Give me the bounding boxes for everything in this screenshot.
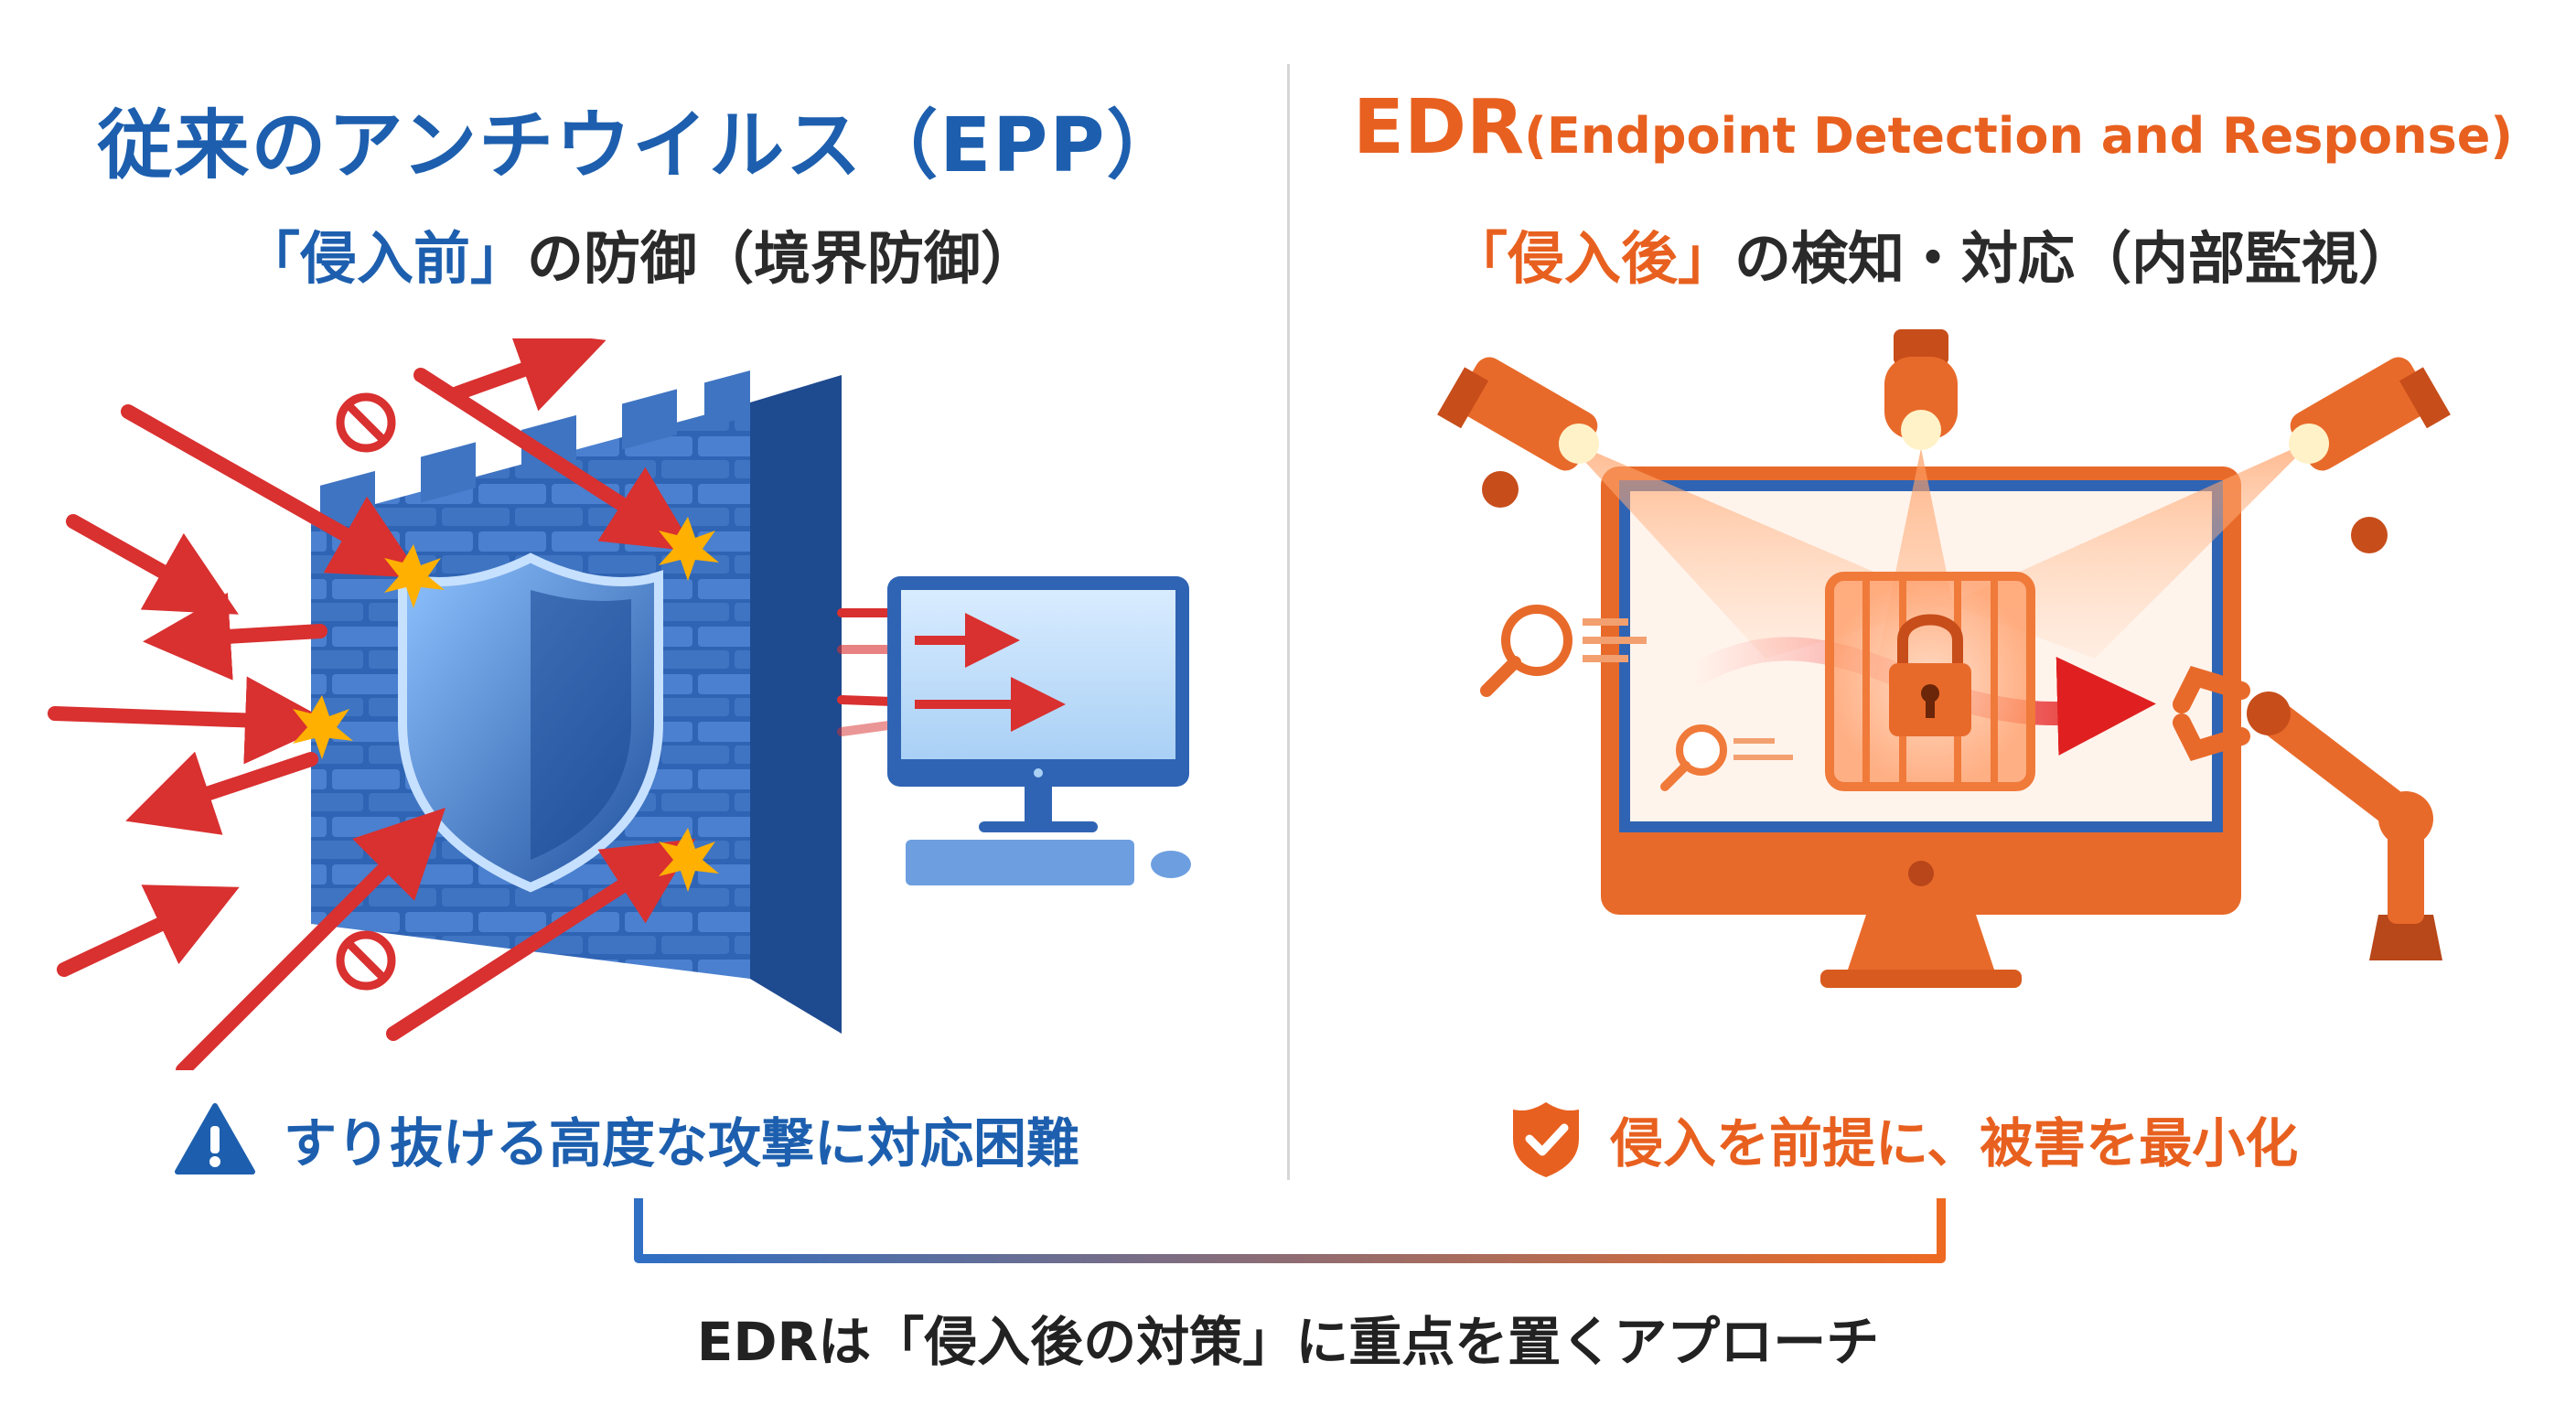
edr-title: EDR(Endpoint Detection and Response) — [1290, 84, 2576, 171]
epp-subtitle: 「侵入前」の防御（境界防御） — [0, 212, 1281, 295]
monitor-icon — [887, 576, 1191, 885]
attack-arrows — [48, 338, 696, 1070]
robot-arm-icon — [2173, 666, 2442, 960]
epp-note-text: すり抜ける高度な攻撃に対応困難 — [284, 1112, 1080, 1174]
shield-check-icon — [1513, 1102, 1579, 1177]
magnifier-icon — [1660, 724, 1793, 791]
quarantine-cage — [1825, 572, 2035, 791]
camera-mount — [2351, 517, 2388, 553]
edr-title-main: EDR — [1352, 84, 1525, 171]
edr-subtitle-rest: の検知・対応（内部監視） — [1734, 225, 2416, 292]
epp-title: 従来のアンチウイルス（EPP） — [97, 102, 1184, 189]
edr-title-detail: (Endpoint Detection and Response) — [1524, 107, 2514, 165]
epp-illustration — [48, 338, 1191, 1070]
epp-subtitle-rest: の防御（境界防御） — [527, 225, 1038, 292]
epp-subtitle-highlight: 「侵入前」 — [242, 225, 527, 292]
bottom-caption: EDRは「侵入後の対策」に重点を置くアプローチ — [696, 1311, 1880, 1373]
prohibited-icon — [336, 392, 396, 991]
edr-note: 侵入を前提に、被害を最小化 — [1509, 1102, 2299, 1177]
security-camera-icon — [1884, 329, 1958, 450]
edr-note-text: 侵入を前提に、被害を最小化 — [1610, 1112, 2299, 1174]
impact-sparks — [293, 517, 719, 892]
edr-subtitle: 「侵入後」の検知・対応（内部監視） — [1290, 212, 2576, 295]
security-camera-icon — [2289, 357, 2451, 471]
comparison-bracket — [634, 1198, 1946, 1263]
warning-triangle-icon — [175, 1103, 255, 1174]
security-camera-icon — [1437, 357, 1599, 471]
shield-icon — [398, 552, 663, 893]
threat-arrow — [2055, 657, 2156, 756]
epp-note: すり抜ける高度な攻撃に対応困難 — [174, 1102, 1079, 1175]
edr-subtitle-highlight: 「侵入後」 — [1450, 225, 1734, 292]
magnifier-icon — [1480, 605, 1647, 697]
center-divider — [1287, 64, 1290, 1180]
camera-mount — [1482, 471, 1519, 508]
padlock-icon — [1889, 614, 1971, 736]
edr-illustration — [1437, 329, 2451, 988]
